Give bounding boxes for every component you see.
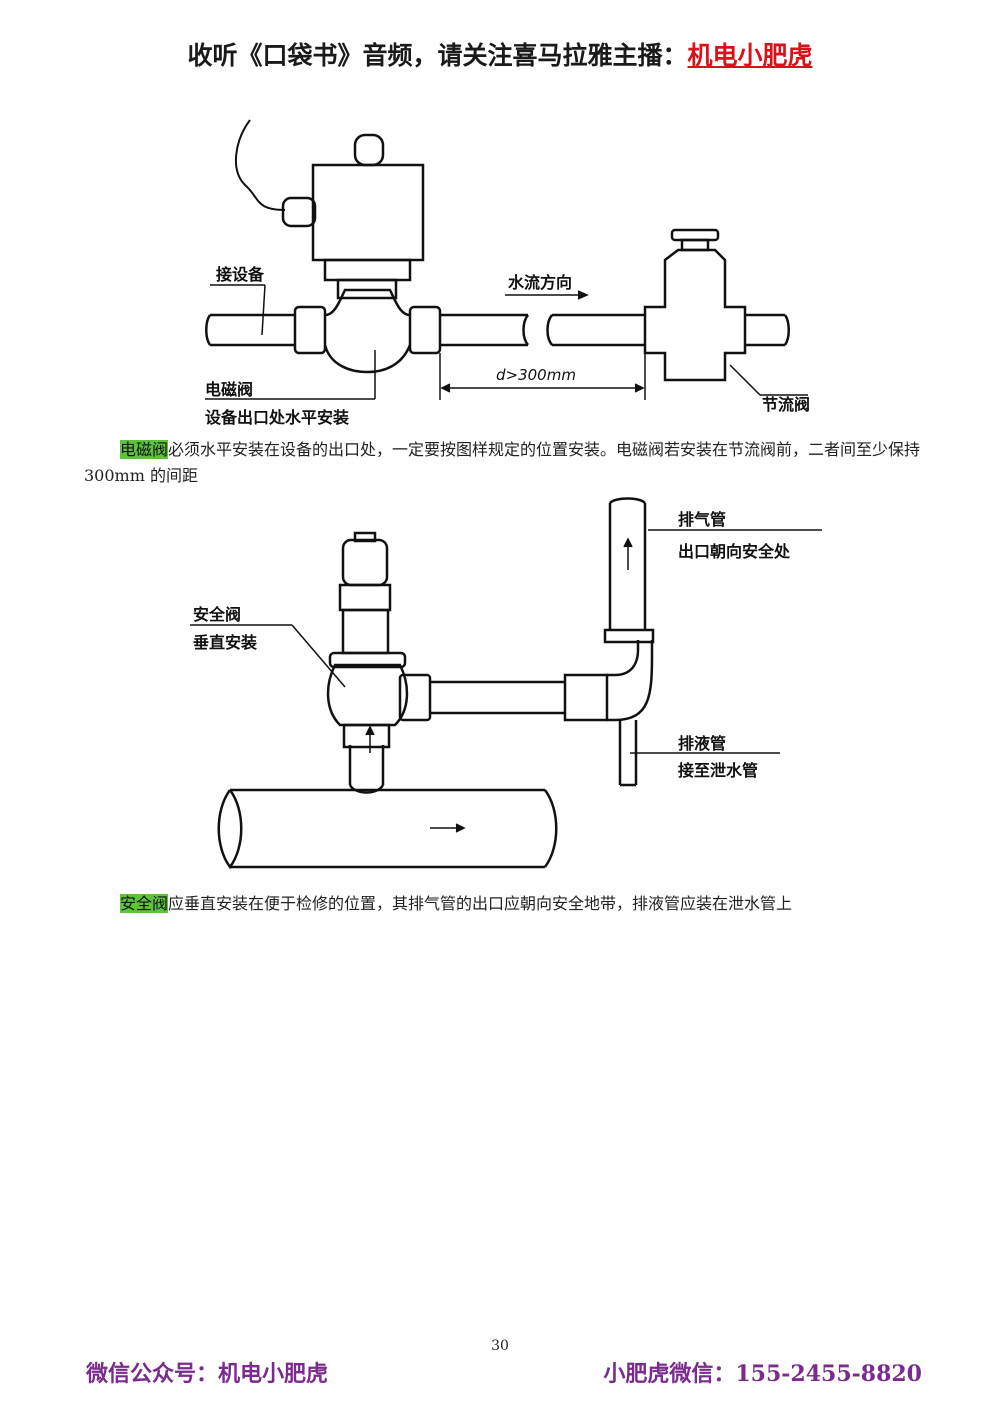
header-text: 收听《口袋书》音频，请关注喜马拉雅主播：	[187, 41, 688, 70]
label-solenoid-note: 设备出口处水平安装	[205, 408, 349, 427]
caption-safety-text: 应垂直安装在便于检修的位置，其排气管的出口应朝向安全地带，排液管应装在泄水管上	[168, 894, 793, 913]
caption-safety-highlight: 安全阀	[120, 894, 169, 913]
footer-wechat-contact: 小肥虎微信：155-2455-8820	[603, 1361, 922, 1387]
label-flow-direction: 水流方向	[508, 273, 572, 292]
label-vent-pipe: 排气管	[678, 510, 726, 529]
caption-solenoid-highlight: 电磁阀	[120, 440, 169, 459]
label-solenoid-valve: 电磁阀	[205, 380, 253, 399]
page-header: 收听《口袋书》音频，请关注喜马拉雅主播：机电小肥虎	[0, 36, 1000, 72]
footer-wechat-account: 微信公众号：机电小肥虎	[86, 1361, 329, 1387]
label-vent-pipe-note: 出口朝向安全处	[678, 542, 791, 561]
header-author-link[interactable]: 机电小肥虎	[687, 41, 813, 70]
caption-safety-valve: 安全阀应垂直安装在便于检修的位置，其排气管的出口应朝向安全地带，排液管应装在泄水…	[120, 891, 960, 917]
safety-valve-diagram: 安全阀 垂直安装 排气管 出口朝向安全处 排液管 接至泄水管	[190, 497, 822, 870]
caption-solenoid-text: 必须水平安装在设备的出口处，一定要按图样规定的位置安装。电磁阀若安装在节流阀前，…	[84, 440, 921, 485]
label-distance: d>300mm	[496, 366, 576, 384]
label-safety-valve: 安全阀	[193, 605, 241, 624]
page-number: 30	[491, 1338, 509, 1354]
label-throttle-valve: 节流阀	[762, 395, 810, 414]
label-drain-pipe: 排液管	[678, 734, 726, 753]
solenoid-valve-diagram: 接设备 水流方向 d>300mm 电磁阀 设备出口处水平安装 节流阀	[205, 119, 810, 427]
label-drain-pipe-note: 接至泄水管	[678, 761, 758, 780]
label-safety-valve-note: 垂直安装	[193, 633, 257, 652]
label-equipment: 接设备	[216, 265, 265, 284]
caption-solenoid: 电磁阀必须水平安装在设备的出口处，一定要按图样规定的位置安装。电磁阀若安装在节流…	[84, 437, 924, 489]
